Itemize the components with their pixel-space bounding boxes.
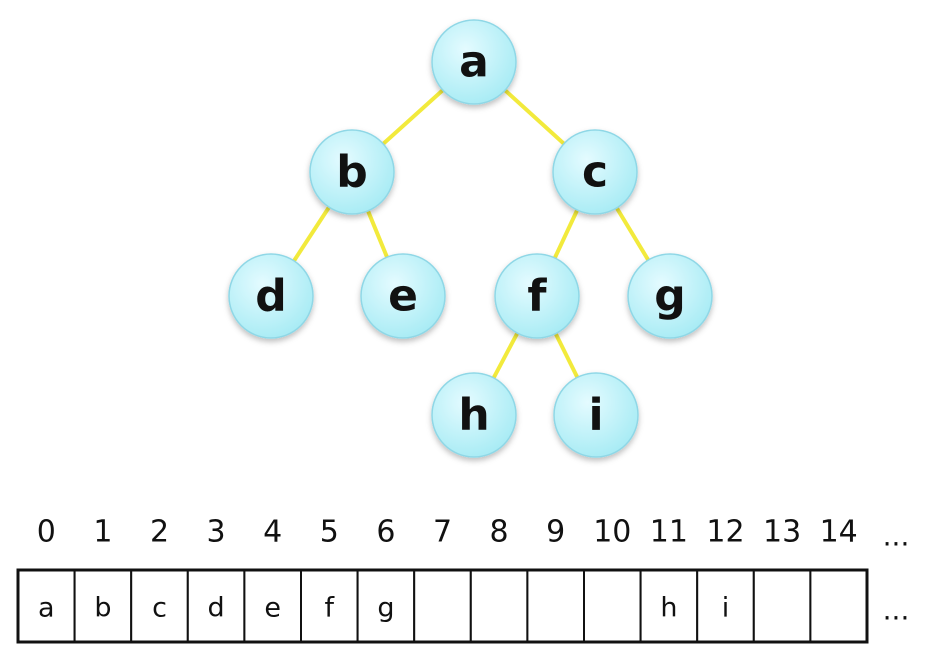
tree-node-circle (627, 253, 713, 339)
array-index-label: 10 (593, 515, 631, 550)
tree-node-g: g (627, 253, 713, 339)
tree-edges (269, 60, 672, 417)
array-cell (809, 569, 869, 643)
array-index-label: 11 (650, 515, 688, 550)
array-cell-value: d (208, 593, 225, 624)
tree-node-circle (552, 129, 638, 215)
array-cell (526, 569, 586, 643)
array-index-label: 13 (763, 515, 801, 550)
tree-node-c: c (552, 129, 638, 215)
array-cell-value: b (94, 593, 111, 624)
tree-node-d: d (228, 253, 314, 339)
tree-node-label: c (582, 147, 608, 198)
array-index-label: 9 (546, 515, 565, 550)
array-cell-value: a (38, 593, 55, 624)
array-index-label: 0 (37, 515, 56, 550)
tree-node-label: b (336, 147, 368, 198)
array-cell-value: g (377, 593, 394, 624)
array-index-label: 3 (207, 515, 226, 550)
tree-node-circle (228, 253, 314, 339)
tree-node-e: e (360, 253, 446, 339)
array-cell (752, 569, 812, 643)
tree-node-circle (494, 253, 580, 339)
array-cell-value: c (152, 593, 167, 624)
array-index-label: 1 (93, 515, 112, 550)
tree-node-label: d (255, 271, 287, 322)
tree-node-circle (553, 372, 639, 458)
array-index-label: 2 (150, 515, 169, 550)
tree-node-label: i (588, 390, 603, 441)
tree-node-h: h (431, 372, 517, 458)
tree-node-label: f (527, 271, 547, 322)
tree-node-i: i (553, 372, 639, 458)
tree-node-circle (431, 19, 517, 105)
tree-node-label: e (388, 271, 418, 322)
array-cell (413, 569, 472, 643)
tree-node-label: a (459, 37, 489, 88)
tree-node-circle (309, 129, 395, 215)
array-index-label: 5 (320, 515, 339, 550)
index-ellipsis: ... (883, 520, 910, 553)
tree-node-b: b (309, 129, 395, 215)
array-index-label: 12 (706, 515, 744, 550)
array-index-label: 8 (490, 515, 509, 550)
tree-node-circle (431, 372, 517, 458)
tree-node-label: h (458, 390, 489, 441)
array-border (16, 568, 869, 644)
cell-ellipsis: ... (883, 594, 910, 627)
array-cell (130, 569, 189, 643)
tree-node-label: g (654, 271, 686, 322)
array-cell-value: i (722, 593, 730, 624)
array-index-label: 4 (263, 515, 282, 550)
tree-node-circle (360, 253, 446, 339)
array-cell (583, 569, 642, 643)
tree-node-a: a (431, 19, 517, 105)
tree-nodes: a b c d e f g h i (228, 19, 713, 458)
array-index-label: 14 (820, 515, 858, 550)
array-cell-value: f (325, 593, 336, 624)
array-cell (696, 569, 755, 643)
array-index-label: 7 (433, 515, 452, 550)
array-cell (469, 569, 529, 643)
array-index-label: 6 (376, 515, 395, 550)
tree-node-f: f (494, 253, 580, 339)
array-cell-value: h (660, 593, 677, 624)
array-cell-value: e (264, 593, 281, 624)
